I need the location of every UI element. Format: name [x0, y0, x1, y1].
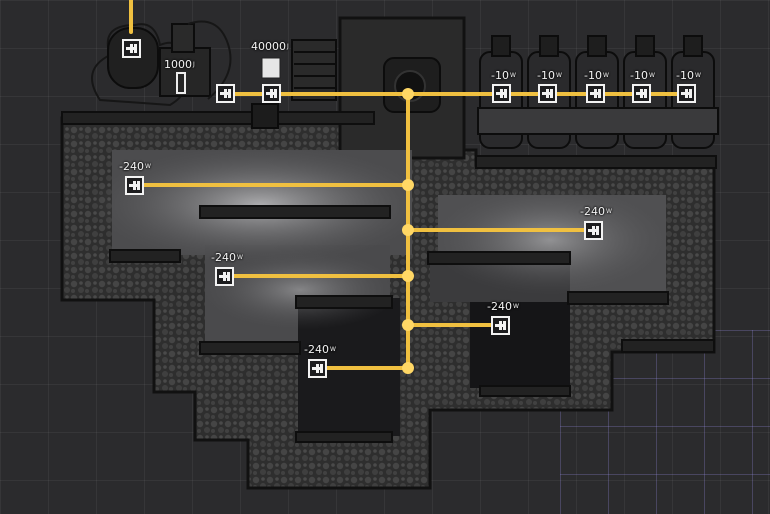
generator-machine — [91, 20, 232, 107]
battery-capacity-label: 40000J — [251, 40, 289, 53]
battery-machine — [291, 39, 337, 101]
power-plug-icon-room-d[interactable] — [308, 359, 327, 378]
ledge-low — [109, 249, 181, 263]
room-e — [470, 298, 570, 388]
room-b-watt-label: -240W — [580, 205, 612, 218]
power-plug-icon-room-b[interactable] — [584, 221, 603, 240]
generator-charge-bar — [176, 72, 186, 94]
tank-2-watt-label: -10W — [537, 69, 562, 82]
ledge-e — [479, 385, 571, 397]
power-plug-icon-tank-2[interactable] — [538, 84, 557, 103]
ledge-bottom — [295, 431, 393, 443]
ledge-far — [621, 339, 715, 353]
room-a-watt-label: -240W — [119, 160, 151, 173]
power-plug-icon-room-a[interactable] — [125, 176, 144, 195]
ledge-room-b — [199, 205, 391, 219]
generator-output-label: 1000J — [164, 58, 195, 71]
power-plug-icon-generator[interactable] — [122, 39, 141, 58]
light-glow-b — [430, 185, 670, 295]
light-glow-c — [200, 250, 400, 330]
power-plug-icon-transformer-in[interactable] — [216, 84, 235, 103]
battery-charge-box — [261, 57, 281, 79]
tank-4-watt-label: -10W — [630, 69, 655, 82]
power-plug-icon-room-e[interactable] — [491, 316, 510, 335]
power-plug-icon-tank-3[interactable] — [586, 84, 605, 103]
ledge-top — [61, 111, 375, 125]
junction-box — [251, 103, 279, 129]
ledge-right — [567, 291, 669, 305]
wire-joints — [402, 88, 414, 374]
power-plug-icon-battery[interactable] — [262, 84, 281, 103]
tank-row — [477, 35, 719, 149]
tank-3-watt-label: -10W — [584, 69, 609, 82]
power-plug-icon-tank-1[interactable] — [492, 84, 511, 103]
ledge-room-c — [427, 251, 571, 265]
power-plug-icon-tank-4[interactable] — [632, 84, 651, 103]
tank-1-watt-label: -10W — [491, 69, 516, 82]
ledge-mid — [199, 341, 301, 355]
ledge-room-d — [295, 295, 393, 309]
ledge-tanks — [475, 155, 717, 169]
tank-5-watt-label: -10W — [676, 69, 701, 82]
room-d-watt-label: -240W — [304, 343, 336, 356]
room-c-watt-label: -240W — [211, 251, 243, 264]
power-plug-icon-tank-5[interactable] — [677, 84, 696, 103]
room-e-watt-label: -240W — [487, 300, 519, 313]
power-plug-icon-room-c[interactable] — [215, 267, 234, 286]
